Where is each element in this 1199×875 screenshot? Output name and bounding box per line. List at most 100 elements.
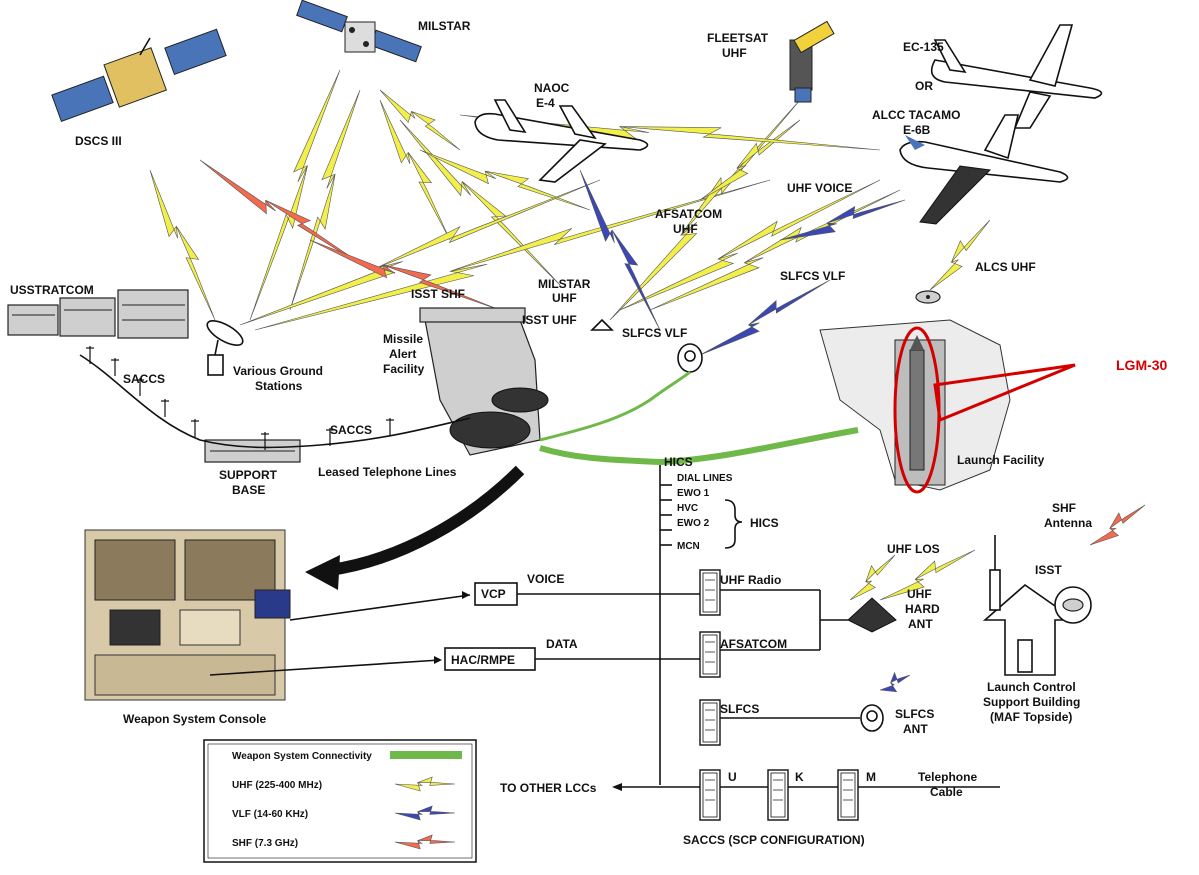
fleetsat-label: FLEETSAT (707, 31, 769, 45)
radio-link-bolt (1089, 504, 1146, 546)
support-base-label: SUPPORT (219, 468, 278, 482)
u-label: U (728, 770, 737, 784)
slfcs-vlf-antenna-icon (677, 343, 703, 373)
radio-link-bolt (254, 179, 771, 331)
slfcs-antenna-icon (860, 704, 884, 732)
dscs-satellite-icon (51, 28, 227, 123)
lcc-bus-lines (517, 465, 1000, 791)
voice-label: VOICE (527, 572, 564, 586)
uhf-hard-label-2: HARD (905, 602, 940, 616)
usstratcom-building-icon (7, 289, 189, 339)
radio-link-bolt (199, 159, 371, 271)
saccs-mid-label: SACCS (330, 423, 372, 437)
milstar-uhf-label: MILSTAR (538, 277, 591, 291)
m-label: M (866, 770, 876, 784)
radio-link-bolt (379, 89, 461, 151)
slfcs-vlf-center-label: SLFCS VLF (622, 326, 687, 340)
k-label: K (795, 770, 804, 784)
radio-link-bolt (849, 554, 896, 601)
naoc-e4-label: E-4 (536, 96, 555, 110)
radio-link-bolt (379, 99, 451, 241)
isst-shf-label: ISST SHF (411, 287, 465, 301)
milstar-satellite-icon (296, 0, 422, 63)
slfcs-label: SLFCS (720, 702, 759, 716)
slfcs-radio-rack-icon (699, 699, 721, 746)
slfcs-vlf-right-label: SLFCS VLF (780, 269, 845, 283)
radio-link-bolt (239, 179, 601, 326)
alcc-e6b-label: E-6B (903, 123, 931, 137)
ec135-label: EC-135 (903, 40, 944, 54)
fleetsat-uhf-label: UHF (722, 46, 747, 60)
legend-label: VLF (14-60 KHz) (232, 809, 308, 820)
legend-swatch-bolt (394, 776, 456, 792)
radio-link-bolt (309, 239, 501, 311)
isst-uhf-antenna-icon (590, 318, 614, 331)
console-link-arrow (305, 465, 525, 590)
radio-link-bolt (699, 279, 831, 356)
radio-link-bolt (289, 89, 361, 311)
radio-link-bolt (249, 69, 341, 321)
ec135-aircraft-icon (930, 24, 1103, 129)
legend-label: SHF (7.3 GHz) (232, 838, 298, 849)
milstar-label: MILSTAR (418, 19, 471, 33)
to-other-lccs-label: TO OTHER LCCs (500, 781, 597, 795)
uhf-los-label: UHF LOS (887, 542, 940, 556)
radio-link-bolt (459, 114, 881, 151)
vcp-label: VCP (481, 587, 506, 601)
data-label: DATA (546, 637, 578, 651)
saccs-u-rack-icon (699, 769, 721, 821)
radio-link-bolt (619, 179, 881, 311)
hics-green-links (539, 370, 859, 466)
ewo2-label: EWO 2 (677, 518, 710, 529)
milstar-uhf-uhf-label: UHF (552, 291, 577, 305)
uhf-hard-label-3: ANT (908, 617, 933, 631)
ewo1-label: EWO 1 (677, 488, 710, 499)
alcc-label: ALCC TACAMO (872, 108, 960, 122)
lgm30-highlight (893, 326, 1076, 494)
missile-alert-facility-icon (419, 307, 549, 456)
radio-link-bolt (879, 671, 911, 693)
lcsb-label-2: Support Building (983, 695, 1080, 709)
afsatcom-label: AFSATCOM (655, 207, 722, 221)
radio-link-bolt (779, 199, 906, 241)
fleetsat-satellite-icon (789, 20, 835, 103)
leased-lines-label: Leased Telephone Lines (318, 465, 457, 479)
slfcs-ant-label: SLFCS (895, 707, 934, 721)
isst-label: ISST (1035, 563, 1062, 577)
maf-label: Missile (383, 332, 423, 346)
launch-control-support-building-icon (982, 535, 1092, 676)
afsatcom-radio-rack-icon (699, 631, 721, 678)
isst-uhf-label: ISST UHF (522, 313, 577, 327)
ground-stations-label-2: Stations (255, 379, 303, 393)
legend-swatch-bolt (394, 805, 456, 821)
hics-brace-label: HICS (750, 516, 779, 530)
radio-link-bolt (879, 549, 976, 601)
or-label: OR (915, 79, 933, 93)
saccs-left-label: SACCS (123, 372, 165, 386)
maf-alert-label: Alert (389, 347, 416, 361)
shf-antenna-label: SHF (1052, 501, 1076, 515)
weapon-system-console-icon (84, 529, 291, 701)
uhf-hard-antenna-icon (847, 597, 897, 633)
lcsb-label: Launch Control (987, 680, 1076, 694)
radio-racks (699, 569, 859, 821)
hac-rmpe-label: HAC/RMPE (451, 653, 515, 667)
saccs-cable-line (79, 346, 471, 450)
shf-antenna-label-2: Antenna (1044, 516, 1092, 530)
afsatcom-radio-label: AFSATCOM (720, 637, 787, 651)
legend-swatch-bar (390, 751, 462, 759)
hics-main-label: HICS (664, 455, 693, 469)
lgm30-label: LGM-30 (1116, 357, 1168, 373)
launch-facility-label: Launch Facility (957, 453, 1045, 467)
slfcs-ant-label-2: ANT (903, 722, 928, 736)
dscs-label: DSCS III (75, 134, 122, 148)
wsc-label: Weapon System Console (123, 712, 266, 726)
legend-label: Weapon System Connectivity (232, 751, 372, 762)
maf-facility-label: Facility (383, 362, 425, 376)
legend-label: UHF (225-400 MHz) (232, 780, 322, 791)
usstratcom-label: USSTRATCOM (10, 283, 94, 297)
console-lines (209, 591, 471, 676)
